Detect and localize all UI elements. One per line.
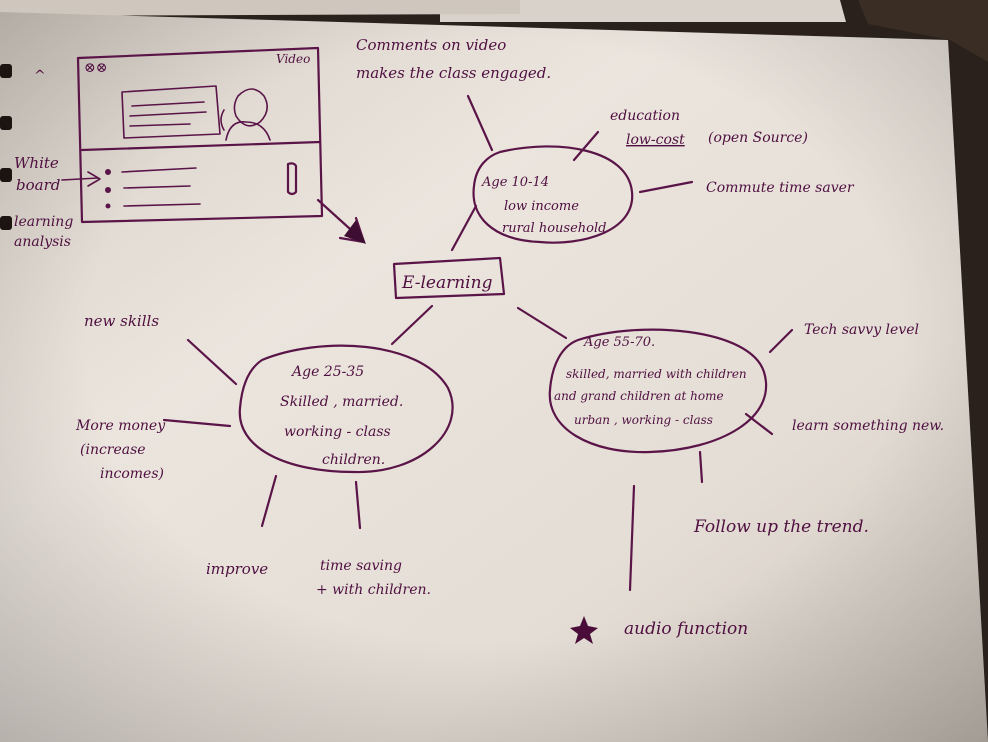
young-line2: low income	[504, 199, 579, 214]
young-education: education	[610, 108, 680, 124]
mockup-video-label: Video	[276, 52, 310, 66]
young-commute: Commute time saver	[706, 180, 855, 196]
adult-line4: children.	[322, 452, 385, 468]
margin-mark: ^	[34, 68, 46, 84]
center-label: E-learning	[401, 273, 493, 293]
senior-follow: Follow up the trend.	[693, 517, 869, 537]
senior-line4: urban , working - class	[574, 413, 713, 427]
adult-money-3: incomes)	[100, 466, 164, 482]
adult-new-skills: new skills	[84, 312, 159, 330]
shadow-corner	[858, 0, 988, 62]
senior-learn: learn something new.	[792, 418, 944, 434]
adult-line3: working - class	[284, 424, 391, 440]
analytics-label-1: learning	[14, 214, 73, 230]
adult-line2: Skilled , married.	[280, 394, 403, 410]
underlying-page	[440, 0, 846, 22]
adult-line1: Age 25-35	[290, 364, 364, 380]
senior-tech: Tech savvy level	[804, 322, 919, 338]
whiteboard-panel	[121, 85, 221, 139]
paper-shadow	[0, 12, 988, 742]
senior-line3: and grand children at home	[554, 389, 724, 403]
whiteboard-label-1: White	[14, 154, 59, 172]
center-box	[392, 256, 506, 300]
adult-time-2: + with children.	[316, 582, 431, 598]
whiteboard-arrow	[61, 171, 101, 187]
young-line3: rural household	[502, 221, 606, 236]
young-low-cost: low-cost	[626, 132, 685, 148]
ui-mockup-sketch	[61, 46, 366, 244]
senior-group-bubble	[548, 328, 768, 454]
spiral-binding	[0, 64, 12, 230]
scrollbar-sketch	[286, 162, 298, 196]
adult-group-bubble	[238, 344, 454, 474]
young-open-source: (open Source)	[708, 130, 808, 146]
top-note-line1: Comments on video	[356, 36, 506, 54]
young-line1: Age 10-14	[481, 175, 549, 190]
presenter-body	[225, 121, 271, 141]
young-group-bubble	[472, 145, 634, 244]
mindmap-connectors	[162, 94, 794, 592]
underlying-page-top	[0, 0, 520, 16]
senior-line1: Age 55-70.	[583, 335, 655, 350]
senior-line2: skilled, married with children	[566, 367, 747, 381]
senior-audio: audio function	[624, 619, 748, 639]
adult-time-1: time saving	[320, 558, 402, 574]
adult-improve: improve	[206, 560, 268, 578]
adult-money-2: (increase	[80, 442, 146, 458]
mockup-divider	[80, 140, 322, 152]
adult-money-1: More money	[75, 418, 166, 434]
mockup-frame	[76, 46, 324, 224]
star-mark	[570, 616, 598, 644]
mockup-icons: ⊗⊗	[84, 60, 107, 76]
comment-lines	[121, 167, 201, 207]
presenter-head	[233, 88, 268, 127]
top-note-line2: makes the class engaged.	[356, 64, 551, 82]
whiteboard-label-2: board	[16, 176, 60, 194]
analytics-label-2: analysis	[14, 234, 71, 250]
